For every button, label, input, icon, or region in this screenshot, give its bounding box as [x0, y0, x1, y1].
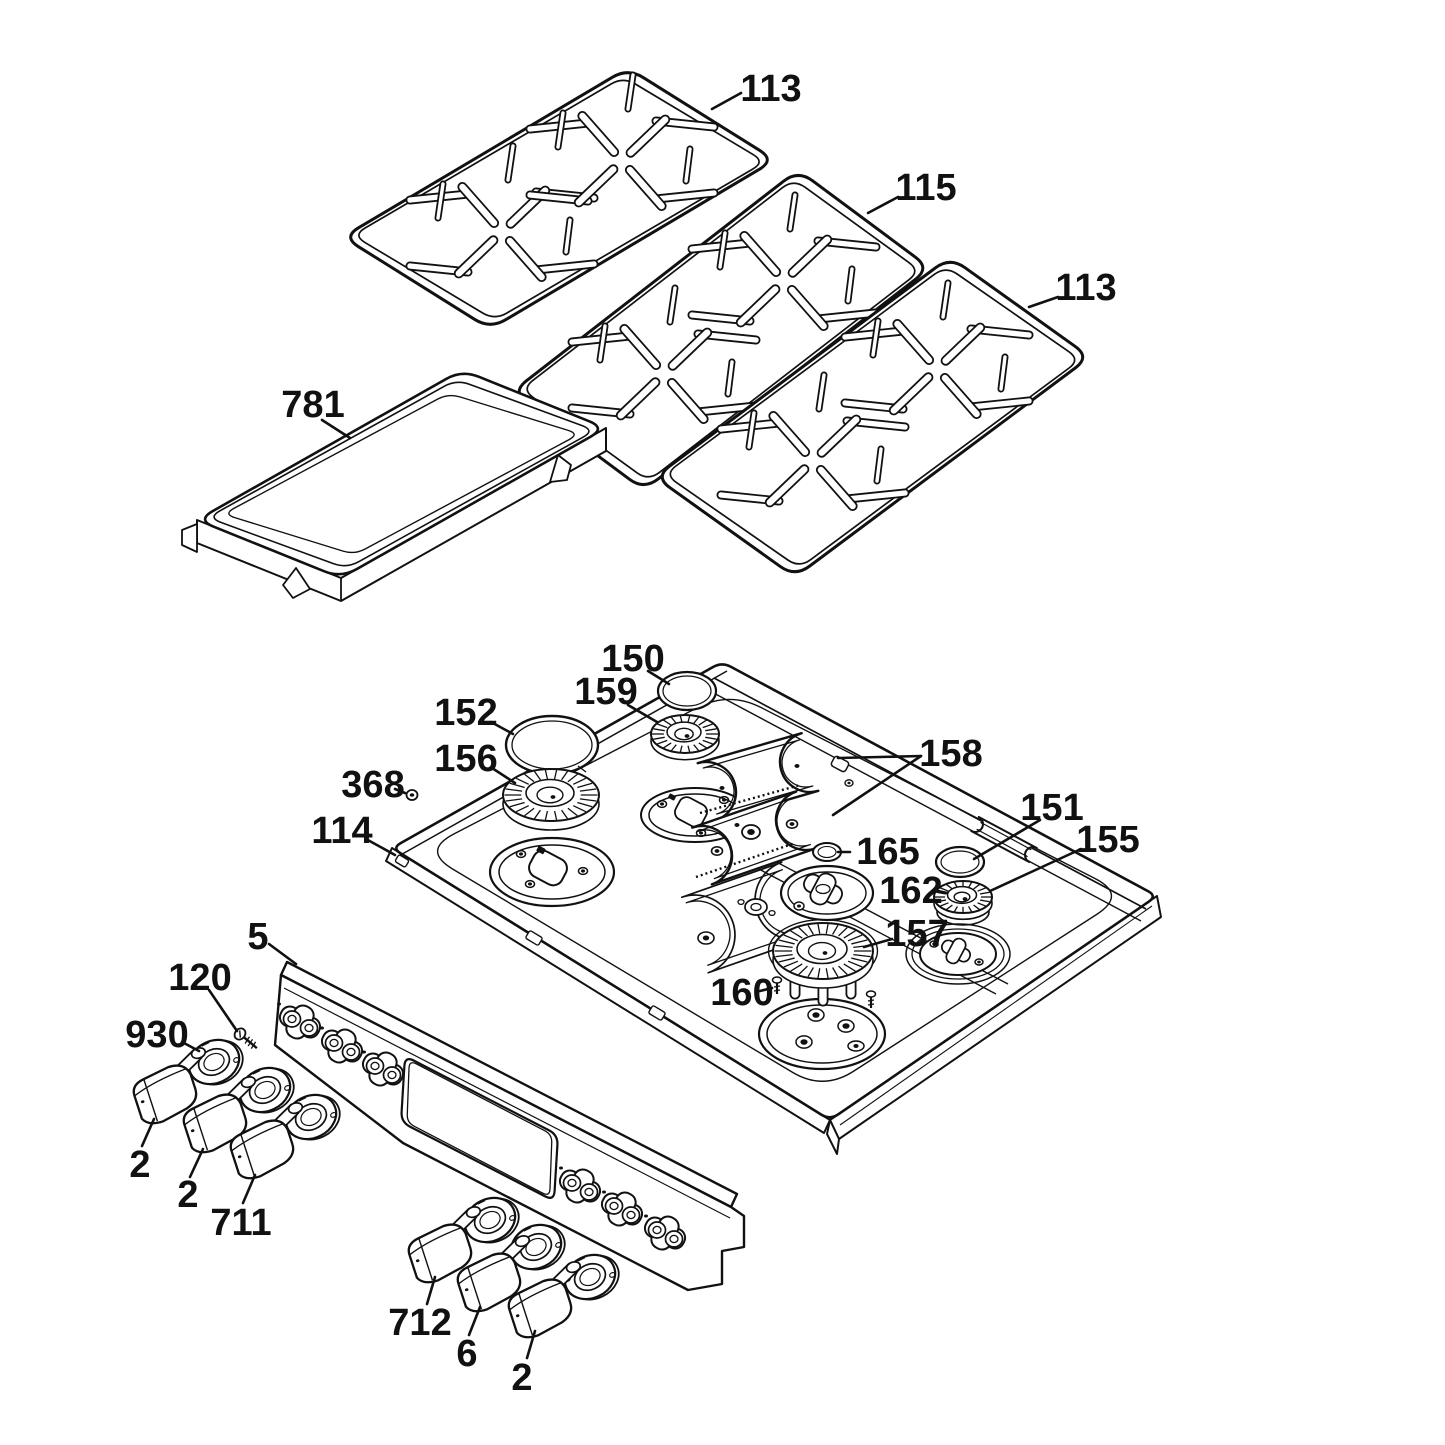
callout-leaders [140, 91, 1083, 1360]
control-panel [273, 960, 746, 1292]
leader-113-left [710, 91, 743, 111]
callout-158: 158 [919, 733, 982, 775]
leader-158-a [836, 754, 923, 760]
knob-711 [229, 1102, 304, 1180]
callout-156: 156 [434, 738, 497, 780]
leader-6 [467, 1305, 482, 1337]
leader-781 [320, 418, 352, 440]
leader-2a [140, 1117, 156, 1148]
burner-grate-right [660, 260, 1085, 574]
callout-157: 157 [885, 913, 948, 955]
callout-711: 711 [210, 1202, 271, 1244]
callout-120: 120 [168, 957, 231, 999]
leader-2b [188, 1147, 205, 1179]
callout-368: 368 [341, 764, 404, 806]
knob-6 [456, 1235, 531, 1313]
leader-5 [267, 942, 298, 966]
leader-712 [425, 1275, 437, 1306]
callout-712: 712 [388, 1302, 451, 1344]
callout-165: 165 [856, 831, 919, 873]
leader-711 [241, 1173, 257, 1205]
callout-152: 152 [434, 692, 497, 734]
knob-2b [182, 1076, 257, 1154]
callout-160: 160 [710, 972, 773, 1014]
leader-115 [866, 195, 900, 215]
diagram-line-art [132, 71, 1162, 1339]
callout-griddle: 781 [281, 384, 344, 426]
main-top [385, 663, 1162, 1155]
callout-labels: 113 115 113 781 150 152 159 156 368 114 … [125, 68, 1139, 1399]
leader-152 [489, 720, 515, 736]
callout-grate-center: 115 [895, 167, 956, 209]
callout-grate-left: 113 [740, 68, 801, 110]
callout-114: 114 [311, 810, 372, 852]
leader-160 [758, 986, 774, 993]
callout-150: 150 [601, 638, 664, 680]
callout-151: 151 [1020, 787, 1083, 829]
callout-155: 155 [1076, 819, 1139, 861]
leader-156 [490, 766, 517, 785]
leader-157 [862, 937, 894, 949]
knob-2a [132, 1047, 207, 1125]
knob-712 [407, 1206, 482, 1284]
callout-2b: 2 [177, 1174, 198, 1216]
leader-158-b [831, 754, 923, 817]
burner-grate-left [349, 71, 769, 326]
callout-2a: 2 [129, 1144, 150, 1186]
leader-2c [525, 1329, 537, 1360]
leader-155 [988, 847, 1083, 893]
callout-5: 5 [247, 916, 268, 958]
leader-120 [207, 988, 239, 1033]
callout-159: 159 [574, 671, 637, 713]
knob-2c [507, 1261, 582, 1339]
leader-150 [646, 669, 671, 686]
leader-113-right [1027, 295, 1060, 309]
leader-114 [364, 837, 397, 857]
leader-151 [972, 818, 1042, 861]
callout-grate-right: 113 [1055, 267, 1116, 309]
leader-368 [393, 787, 407, 795]
griddle [181, 372, 607, 602]
callout-2c: 2 [511, 1357, 532, 1399]
callout-930: 930 [125, 1014, 188, 1056]
burner-grate-center [517, 173, 925, 487]
leader-162 [936, 889, 949, 895]
callout-162: 162 [879, 870, 942, 912]
leader-930 [180, 1040, 201, 1053]
leader-159 [626, 703, 659, 724]
callout-6: 6 [456, 1333, 477, 1375]
